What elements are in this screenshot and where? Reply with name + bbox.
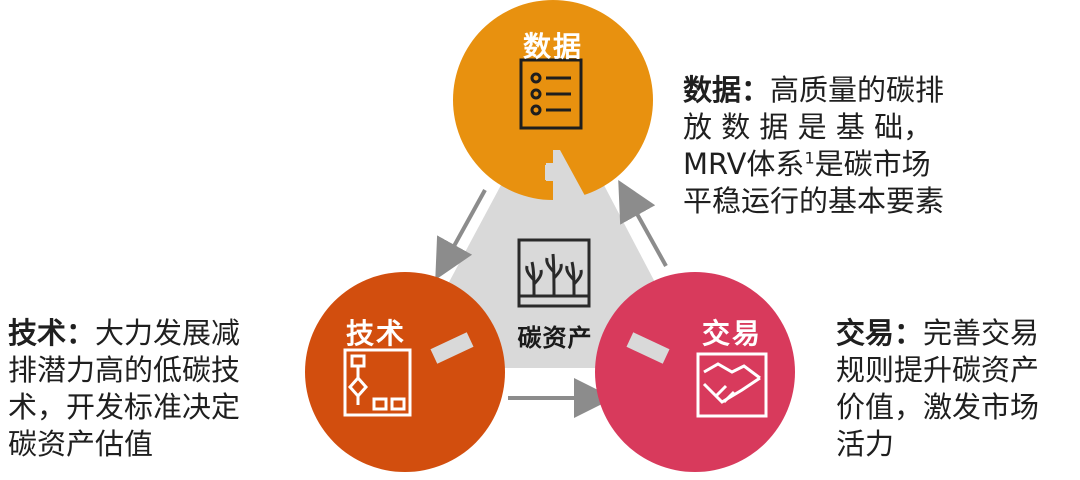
handshake-icon [696, 352, 768, 418]
description-trade-line1-text: 完善交易 [923, 316, 1040, 350]
list-icon [519, 58, 583, 130]
description-data-line2: 放 数 据 是 基 础， [683, 110, 933, 144]
puzzle-tab-data [545, 150, 590, 205]
description-tech-line1-text: 大力发展减 [95, 316, 241, 350]
description-data-heading: 数据： [683, 73, 771, 107]
node-trade-circle [595, 272, 795, 472]
flowchart-icon [343, 348, 412, 417]
description-tech-line4: 碳资产估值 [8, 427, 154, 461]
description-data-line3-b: 是碳市场 [814, 147, 931, 181]
description-data-line4: 平稳运行的基本要素 [683, 184, 945, 218]
description-tech-heading: 技术： [8, 316, 96, 350]
plant-icon [517, 238, 591, 308]
puzzle-tab-trade [626, 332, 670, 364]
description-tech: 技术：大力发展减 排潜力高的低碳技 术，开发标准决定 碳资产估值 [8, 315, 240, 463]
description-data-line1-text: 高质量的碳排 [770, 73, 945, 107]
description-trade-line3: 价值，激发市场 [836, 390, 1040, 424]
node-trade-label: 交易 [702, 317, 763, 350]
description-data-line1: 数据：高质量的碳排 [683, 72, 944, 109]
description-data-line3-a: MRV体系 [683, 147, 805, 181]
center-triangle [403, 88, 700, 368]
description-trade: 交易：完善交易 规则提升碳资产 价值，激发市场 活力 [836, 315, 1039, 463]
description-trade-line2: 规则提升碳资产 [836, 353, 1040, 387]
puzzle-tab-tech [430, 332, 474, 364]
node-tech-label: 技术 [346, 317, 407, 350]
description-data-line3: MRV体系1是碳市场 [683, 146, 944, 183]
description-tech-line2: 排潜力高的低碳技 [8, 353, 241, 387]
arrow-trade-to-data [618, 180, 668, 267]
description-trade-heading: 交易： [836, 316, 924, 350]
description-tech-line3: 术，开发标准决定 [8, 390, 241, 424]
node-data-circle [453, 0, 653, 200]
node-tech-circle [305, 272, 505, 472]
arrow-data-to-tech [435, 189, 487, 281]
footnote-marker: 1 [804, 148, 815, 168]
description-data: 数据：高质量的碳排 放 数 据 是 基 础， MRV体系1是碳市场 平稳运行的基… [683, 72, 944, 220]
node-data-label: 数据 [523, 30, 584, 63]
description-trade-line1: 交易：完善交易 [836, 315, 1039, 352]
center-label: 碳资产 [517, 324, 593, 352]
description-trade-line4: 活力 [836, 427, 895, 461]
description-tech-line1: 技术：大力发展减 [8, 315, 240, 352]
